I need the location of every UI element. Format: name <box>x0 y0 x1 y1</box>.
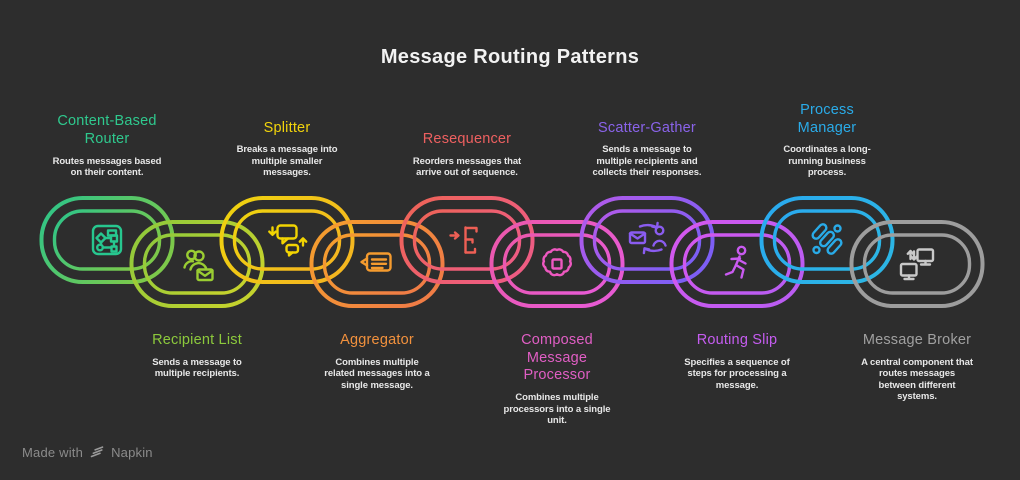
chain-link-recipient-list <box>129 220 265 308</box>
recipients-envelope-icon <box>183 249 214 282</box>
chain-link-message-broker <box>849 220 985 308</box>
pattern-description: Combines multiple processors into a sing… <box>503 392 611 427</box>
diagram-title: Message Routing Patterns <box>380 46 640 68</box>
pattern-name: Process Manager <box>797 101 857 136</box>
monitors-sync-icon <box>899 248 935 281</box>
napkin-logo-icon <box>90 446 104 458</box>
pattern-description: Sends a message to multiple recipients. <box>152 356 242 380</box>
made-with-napkin: Made with Napkin <box>22 444 153 460</box>
pattern-description: A central component that routes messages… <box>861 356 973 403</box>
chain-link-content-based-router <box>39 196 175 284</box>
chain-link-aggregator <box>309 220 445 308</box>
pattern-name: Composed Message Processor <box>521 332 593 384</box>
split-message-icon <box>268 224 308 257</box>
process-steps-icon <box>811 223 843 255</box>
pattern-name: Content-Based Router <box>57 113 157 148</box>
brand-text: Napkin <box>111 444 153 460</box>
chain-links-diagram <box>39 196 985 308</box>
pattern-description: Breaks a message into multiple smaller m… <box>236 144 338 179</box>
reorder-flow-icon <box>449 226 478 254</box>
pattern-name: Aggregator <box>340 332 414 348</box>
pattern-description: Combines multiple related messages into … <box>324 356 430 391</box>
pattern-description: Routes messages based on their content. <box>52 155 162 179</box>
runner-icon <box>724 245 747 279</box>
pattern-description: Coordinates a long- running business pro… <box>783 144 871 179</box>
chain-link-scatter-gather <box>579 196 715 284</box>
chain-link-routing-slip <box>669 220 805 308</box>
message-lines-icon <box>360 252 392 272</box>
pattern-name: Message Broker <box>862 332 972 348</box>
chain-link-resequencer <box>399 196 535 284</box>
pattern-name: Routing Slip <box>696 332 778 348</box>
chain-link-composed-message-processor <box>489 220 625 308</box>
pattern-name: Splitter <box>263 119 311 136</box>
chain-link-splitter <box>219 196 355 284</box>
pattern-description: Specifies a sequence of steps for proces… <box>684 356 790 391</box>
brain-chip-icon <box>542 248 572 277</box>
chip-icon <box>91 224 123 256</box>
pattern-name: Recipient List <box>152 332 242 348</box>
scatter-gather-icon <box>628 221 667 255</box>
pattern-description: Sends a message to multiple recipients a… <box>592 144 702 179</box>
chain-link-process-manager <box>759 196 895 284</box>
made-with-text: Made with <box>22 444 84 460</box>
pattern-name: Scatter-Gather <box>598 119 696 136</box>
pattern-name: Resequencer <box>422 131 512 148</box>
pattern-label-message-broker: Message Broker A central component that r… <box>832 332 1002 403</box>
pattern-description: Reorders messages that arrive out of seq… <box>412 155 522 179</box>
